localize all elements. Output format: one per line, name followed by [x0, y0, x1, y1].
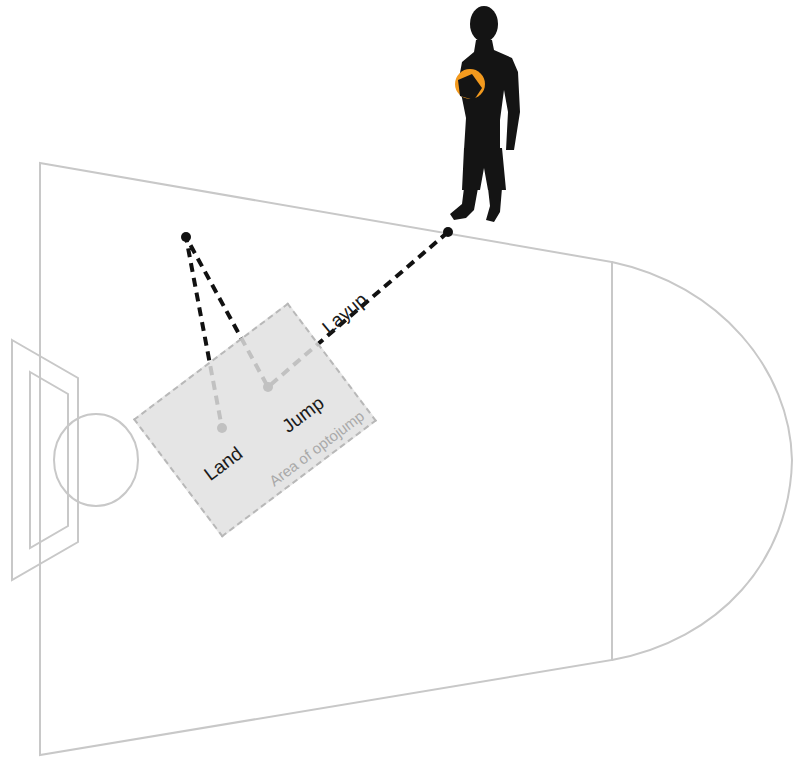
player-silhouette: [450, 6, 520, 222]
court-lines: [12, 163, 792, 755]
path-label: Layup: [318, 289, 372, 339]
measurement-area: Area of optojump: [133, 303, 377, 538]
